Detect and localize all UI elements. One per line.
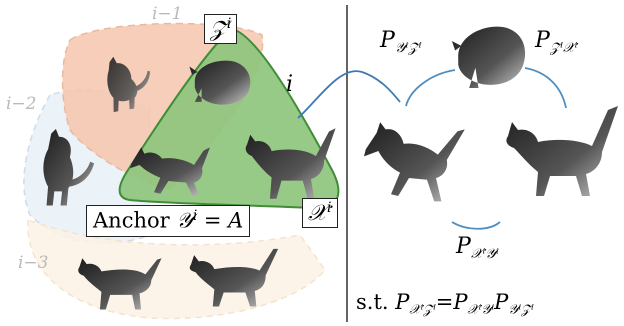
arc-zx	[524, 67, 567, 109]
cat-right-z	[452, 20, 530, 92]
cat-bottom-left	[74, 245, 164, 311]
p-xy-label: P𝒳ⁱ𝒴ⁱ	[456, 234, 499, 262]
link-curve	[297, 70, 401, 119]
link-label: i	[286, 72, 294, 97]
label-layer-i-2: i−2	[6, 94, 37, 114]
cat-layer-i-1	[90, 43, 159, 122]
p-zx-label: P𝒵ⁱ𝒳ⁱ	[535, 28, 578, 56]
arc-xy	[451, 221, 501, 230]
cat-right-x	[500, 96, 620, 200]
arc-yz	[405, 69, 456, 107]
label-layer-i-3: i−3	[18, 253, 49, 273]
z-label: 𝒵i	[204, 14, 238, 44]
cat-bottom-right	[186, 238, 280, 308]
anchor-label: Anchor 𝒴i = A	[86, 205, 251, 237]
p-yz-label: P𝒴ⁱ𝒵ⁱ	[380, 28, 422, 56]
cat-right-anchor	[364, 114, 472, 206]
label-layer-i-1: i−1	[152, 4, 183, 24]
cat-z-sleeping	[188, 54, 256, 109]
x-label: 𝒳i	[302, 198, 338, 228]
cat-anchor-jumping	[130, 130, 226, 200]
constraint-label: s.t. P𝒳ⁱ𝒵ⁱ=P𝒳ⁱ𝒴ⁱP𝒴ⁱ𝒵ⁱ	[356, 290, 534, 318]
cat-x-walking	[238, 120, 338, 202]
cat-left-standing	[20, 122, 98, 214]
